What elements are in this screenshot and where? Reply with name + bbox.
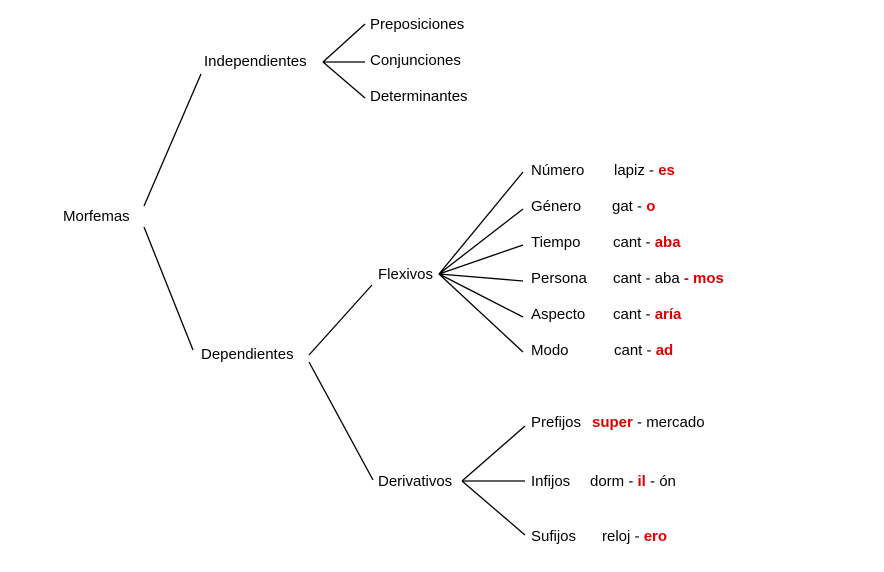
edge-root-dependientes [143, 226, 194, 351]
node-dependientes: Dependientes [201, 346, 294, 363]
edge-derivativos-sufijos [461, 480, 526, 536]
edge-independientes-determinantes [322, 61, 366, 99]
node-morfemas: Morfemas [63, 208, 130, 225]
example-infijos: dorm - il - ón [590, 473, 676, 491]
example-sufijos: reloj - ero [602, 528, 667, 546]
highlighted-morpheme: o [646, 198, 656, 215]
highlighted-morpheme: - mos [683, 270, 724, 287]
edge-flexivos-numero [438, 171, 524, 275]
example-text: cant - aba [613, 270, 684, 287]
example-text: lapiz - [614, 162, 659, 179]
edge-dependientes-flexivos [308, 284, 373, 356]
node-determinantes: Determinantes [370, 88, 468, 105]
node-aspecto: Aspecto [531, 306, 586, 323]
node-numero: Número [531, 162, 585, 179]
example-persona: cant - aba - mos [613, 270, 724, 288]
example-text: reloj - [602, 528, 644, 545]
node-flexivos: Flexivos [378, 266, 434, 283]
example-text: cant - [614, 342, 656, 359]
edge-derivativos-prefijos [461, 425, 526, 482]
node-sufijos: Sufijos [531, 528, 577, 545]
node-preposiciones: Preposiciones [370, 16, 465, 33]
edge-root-independientes [143, 73, 202, 207]
edge-dependientes-derivativos [308, 361, 374, 481]
highlighted-morpheme: aría [654, 306, 682, 323]
highlighted-morpheme: ad [655, 342, 674, 359]
node-tiempo: Tiempo [531, 234, 581, 251]
node-independientes: Independientes [204, 53, 307, 70]
example-aspecto: cant - aría [613, 306, 681, 324]
highlighted-morpheme: super [592, 414, 633, 431]
example-text: - mercado [632, 414, 705, 431]
example-text: cant - [613, 234, 655, 251]
node-persona: Persona [531, 270, 587, 287]
example-prefijos: super - mercado [592, 414, 705, 432]
node-genero: Género [531, 198, 582, 215]
example-text: cant - [613, 306, 655, 323]
highlighted-morpheme: es [658, 162, 675, 179]
example-modo: cant - ad [614, 342, 673, 360]
highlighted-morpheme: ero [643, 528, 668, 545]
edge-flexivos-aspecto [438, 273, 524, 318]
node-conjunciones: Conjunciones [370, 52, 461, 69]
node-derivativos: Derivativos [378, 473, 453, 490]
highlighted-morpheme: aba [654, 234, 681, 251]
node-prefijos: Prefijos [531, 414, 582, 431]
example-numero: lapiz - es [614, 162, 675, 180]
edge-independientes-preposiciones [322, 23, 366, 63]
node-infijos: Infijos [531, 473, 571, 490]
example-text: - ón [645, 473, 676, 490]
highlighted-morpheme: il [637, 473, 646, 490]
node-modo: Modo [531, 342, 569, 359]
edge-flexivos-genero [438, 208, 524, 275]
example-tiempo: cant - aba [613, 234, 681, 252]
edge-flexivos-persona [438, 273, 524, 282]
example-genero: gat - o [612, 198, 655, 216]
connector-lines [143, 23, 526, 536]
example-text: dorm - [590, 473, 638, 490]
example-text: gat - [612, 198, 647, 215]
edge-flexivos-tiempo [438, 244, 524, 275]
edge-flexivos-modo [438, 273, 524, 353]
